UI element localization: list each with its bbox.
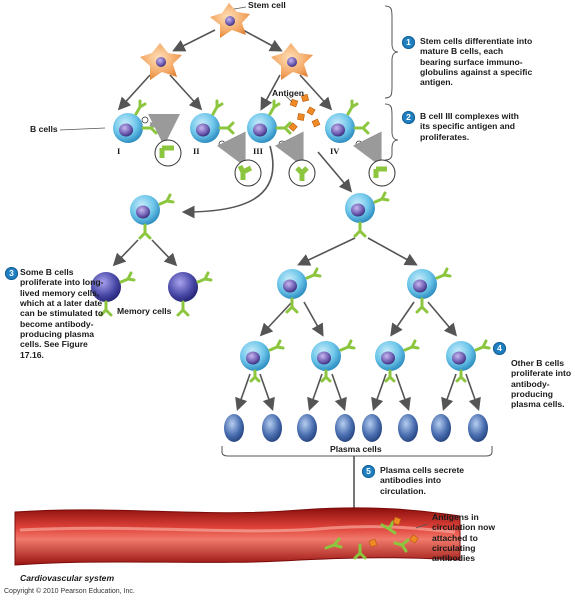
blood-vessel <box>14 507 461 566</box>
antigen-leader-line <box>415 523 429 529</box>
step-text-3: Some B cells proliferate into long-lived… <box>20 267 104 360</box>
step-text-2: B cell III complexes with its specific a… <box>420 111 519 142</box>
arrow-to-plasma-branch <box>317 151 353 193</box>
brace-step-2 <box>384 103 399 161</box>
memory-cell-left <box>91 272 121 302</box>
plasma-branch-parent <box>345 193 375 223</box>
memory-cell-right <box>168 272 198 302</box>
b-cell-4 <box>325 113 355 143</box>
circulating-antigens <box>368 516 419 548</box>
antigens-annotation: Antigens in circulation now attached to … <box>432 512 496 564</box>
step-badge-3: 3 <box>5 267 18 280</box>
plasma-cells-label: Plasma cells <box>330 444 382 454</box>
roman-label-3: III <box>253 146 263 156</box>
antigen-particles <box>288 93 321 132</box>
stem-cell-right <box>271 43 313 80</box>
branch-receptors <box>99 191 491 383</box>
memory-branch-parent <box>130 195 160 225</box>
roman-label-2: II <box>193 146 200 156</box>
plasma-bracket <box>221 446 493 457</box>
roman-label-1: I <box>117 146 121 156</box>
b-cells-leader-line <box>59 127 106 131</box>
step-text-1: Stem cells differentiate into mature B c… <box>420 36 533 88</box>
plasma-tree-b-cells <box>240 269 476 371</box>
step-badge-5: 5 <box>362 465 375 478</box>
stem-cell-top <box>210 3 250 38</box>
brace-step-1 <box>384 5 399 99</box>
b-cell-2 <box>190 113 220 143</box>
stem-cell-leader <box>233 6 247 10</box>
b-cell-1 <box>113 113 143 143</box>
roman-label-4: IV <box>330 146 340 156</box>
antigen-label: Antigen <box>272 88 304 98</box>
stem-cell-left <box>140 43 182 80</box>
circulating-antibodies <box>324 520 410 560</box>
arrow-to-memory-branch <box>181 145 274 219</box>
step-text-5: Plasma cells secrete antibodies into cir… <box>380 465 465 496</box>
step-badge-1: 1 <box>402 36 415 49</box>
arrows-memory <box>112 239 178 267</box>
copyright-notice: Copyright © 2010 Pearson Education, Inc. <box>4 588 135 595</box>
memory-cells-label: Memory cells <box>117 306 172 316</box>
b-cell-3 <box>247 113 277 143</box>
plasma-cells <box>224 414 488 442</box>
step-badge-4: 4 <box>493 342 506 355</box>
receptor-callouts <box>141 113 396 187</box>
step-badge-2: 2 <box>402 111 415 124</box>
arrows-stem-tree <box>117 29 333 111</box>
stem-cell-label: Stem cell <box>248 0 286 10</box>
step-text-4: Other B cells proliferate into antibody-… <box>511 358 572 410</box>
arrows-plasma-tree <box>235 237 481 412</box>
b-cells-label: B cells <box>30 124 58 134</box>
antigen-label-leader <box>284 94 293 103</box>
cardiovascular-label: Cardiovascular system <box>20 573 115 583</box>
